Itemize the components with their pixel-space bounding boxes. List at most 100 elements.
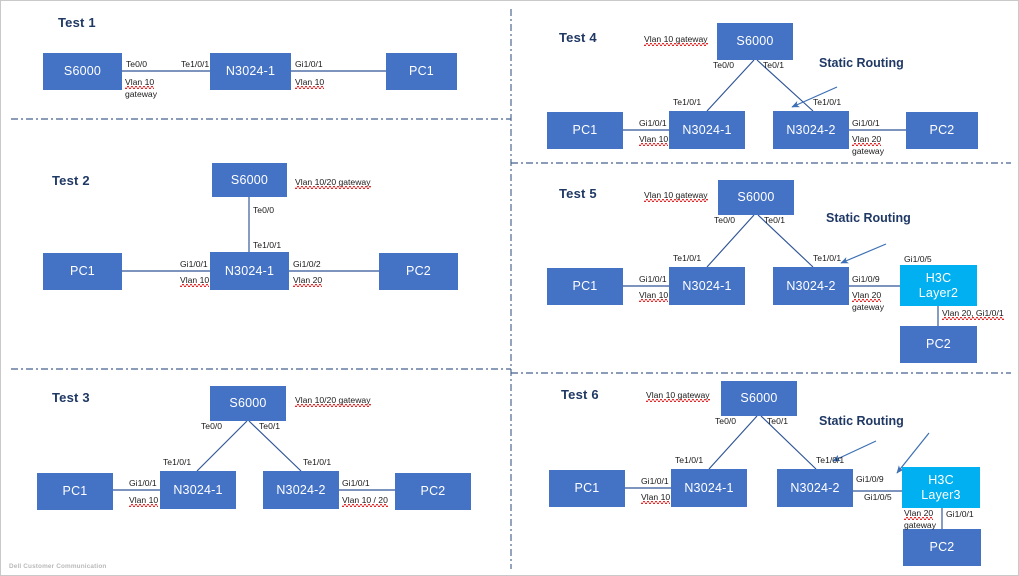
gateway-label-test4: gateway	[852, 146, 885, 156]
node-s6000-test1[interactable]: S6000	[43, 53, 122, 90]
slide-footer: Dell Customer Communication	[9, 563, 107, 570]
node-label: N3024-1	[684, 480, 734, 495]
node-n3024-1-test2[interactable]: N3024-1	[210, 252, 289, 290]
port-label-gi1-0-9-test5: Gi1/0/9	[852, 274, 880, 284]
annotation-static-routing-test6: Static Routing	[819, 414, 904, 428]
gateway-label-test5: gateway	[852, 302, 885, 312]
port-label-gi1-0-1-test1: Gi1/0/1	[295, 59, 323, 69]
node-h3c-layer3-test6[interactable]: H3C Layer3	[902, 467, 980, 508]
node-label: PC1	[70, 264, 95, 279]
port-label-te1-0-1-test5-right: Te1/0/1	[813, 253, 842, 263]
node-h3c-layer2-test5[interactable]: H3C Layer2	[900, 265, 977, 306]
vlan-label-test5-left: Vlan 10	[639, 290, 669, 304]
node-pc2-test2[interactable]: PC2	[379, 253, 458, 290]
node-pc1-test2[interactable]: PC1	[43, 253, 122, 290]
node-label: N3024-1	[682, 122, 732, 137]
node-pc2-test5[interactable]: PC2	[900, 326, 977, 363]
node-n3024-2-test5[interactable]: N3024-2	[773, 267, 849, 305]
node-pc1-test5[interactable]: PC1	[547, 268, 623, 305]
panel-title-test3: Test 3	[52, 390, 90, 405]
port-label-te1-0-1-test2: Te1/0/1	[253, 240, 282, 250]
port-label-gi1-0-1-test4-left: Gi1/0/1	[639, 118, 667, 128]
node-label: PC1	[572, 279, 598, 294]
gateway-note-test6: Vlan 10 gateway	[646, 390, 710, 404]
port-label-gi1-0-5-test6: Gi1/0/5	[864, 492, 892, 502]
vlan-label-test6-left: Vlan 10	[641, 492, 671, 506]
node-pc1-test4[interactable]: PC1	[547, 112, 623, 149]
vlan-label-test4-right: Vlan 20	[852, 134, 882, 148]
node-n3024-2-test3[interactable]: N3024-2	[263, 471, 339, 509]
node-n3024-2-test4[interactable]: N3024-2	[773, 111, 849, 149]
node-label: PC2	[929, 540, 955, 555]
node-pc2-test3[interactable]: PC2	[395, 473, 471, 510]
node-label: N3024-2	[786, 122, 836, 137]
node-s6000-test4[interactable]: S6000	[717, 23, 793, 60]
gateway-label-test1: gateway	[125, 89, 158, 99]
vlan-label-test1-right: Vlan 10	[295, 77, 325, 91]
node-label: S6000	[737, 190, 775, 205]
gateway-note-test3: Vlan 10/20 gateway	[295, 395, 371, 409]
port-label-te0-0-test6: Te0/0	[715, 416, 737, 426]
vlan-label-test3-right: Vlan 10 / 20	[342, 495, 388, 509]
node-label: PC1	[409, 64, 434, 79]
port-label-gi1-0-1-test6: Gi1/0/1	[641, 476, 669, 486]
node-s6000-test3[interactable]: S6000	[210, 386, 286, 421]
vlan-label-test5-pc2: Vlan 20, Gi1/0/1	[942, 308, 1004, 322]
port-label-gi1-0-1-test3-left: Gi1/0/1	[129, 478, 157, 488]
port-label-gi1-0-1-test2: Gi1/0/1	[180, 259, 208, 269]
node-label: S6000	[63, 64, 102, 79]
annotation-static-routing-test5: Static Routing	[826, 211, 911, 225]
node-label: PC2	[406, 264, 431, 279]
panel-title-test6: Test 6	[561, 387, 599, 402]
port-label-te1-0-1-test4-left: Te1/0/1	[673, 97, 702, 107]
port-label-te0-0-test3: Te0/0	[201, 421, 223, 431]
node-label: PC1	[62, 484, 88, 499]
port-label-te0-0-test5: Te0/0	[714, 215, 736, 225]
node-pc2-test6[interactable]: PC2	[903, 529, 981, 566]
node-n3024-1-test4[interactable]: N3024-1	[669, 111, 745, 149]
node-label: N3024-1	[682, 278, 732, 293]
node-label-line2: Layer3	[921, 487, 961, 502]
port-label-te1-0-1-test3-right: Te1/0/1	[303, 457, 332, 467]
node-pc2-test4[interactable]: PC2	[906, 112, 978, 149]
node-label: N3024-1	[173, 482, 223, 497]
node-label: PC2	[926, 337, 951, 352]
port-label-te0-0-test4: Te0/0	[713, 60, 735, 70]
node-label: S6000	[230, 172, 269, 187]
node-n3024-1-test3[interactable]: N3024-1	[160, 471, 236, 509]
port-label-te1-0-1-test1: Te1/0/1	[181, 59, 210, 69]
node-label: PC2	[929, 123, 955, 138]
node-label: PC1	[574, 481, 600, 496]
port-label-te1-0-1-test4-right: Te1/0/1	[813, 97, 842, 107]
node-s6000-test5[interactable]: S6000	[718, 180, 794, 215]
node-label: N3024-1	[225, 64, 276, 79]
node-label: S6000	[740, 391, 778, 406]
port-label-gi1-0-1-test6-pc2: Gi1/0/1	[946, 509, 974, 519]
node-label: N3024-1	[224, 263, 275, 278]
vlan-label-test4-left: Vlan 10	[639, 134, 669, 148]
annotation-static-routing-test4: Static Routing	[819, 56, 904, 70]
node-s6000-test2[interactable]: S6000	[212, 163, 287, 197]
panel-title-test2: Test 2	[52, 173, 90, 188]
vlan-label-test1-left: Vlan 10	[125, 77, 155, 91]
node-n3024-1-test6[interactable]: N3024-1	[671, 469, 747, 507]
port-label-gi1-0-1-test3-right: Gi1/0/1	[342, 478, 370, 488]
port-label-te0-1-test4: Te0/1	[763, 60, 785, 70]
port-label-gi1-0-1-test4-right: Gi1/0/1	[852, 118, 880, 128]
vlan-label-test5-right: Vlan 20	[852, 290, 882, 304]
node-pc1-test1[interactable]: PC1	[386, 53, 457, 90]
node-n3024-2-test6[interactable]: N3024-2	[777, 469, 853, 507]
vlan-label-test2-left: Vlan 10	[180, 275, 210, 289]
port-label-gi1-0-2-test2: Gi1/0/2	[293, 259, 321, 269]
node-n3024-1-test5[interactable]: N3024-1	[669, 267, 745, 305]
node-n3024-1-test1[interactable]: N3024-1	[210, 53, 291, 90]
panel-title-test1: Test 1	[58, 15, 96, 30]
node-s6000-test6[interactable]: S6000	[721, 381, 797, 416]
node-label: N3024-2	[276, 482, 326, 497]
panel-title-test4: Test 4	[559, 30, 597, 45]
node-pc1-test6[interactable]: PC1	[549, 470, 625, 507]
port-label-te0-1-test3: Te0/1	[259, 421, 281, 431]
node-label: PC1	[572, 123, 598, 138]
node-pc1-test3[interactable]: PC1	[37, 473, 113, 510]
